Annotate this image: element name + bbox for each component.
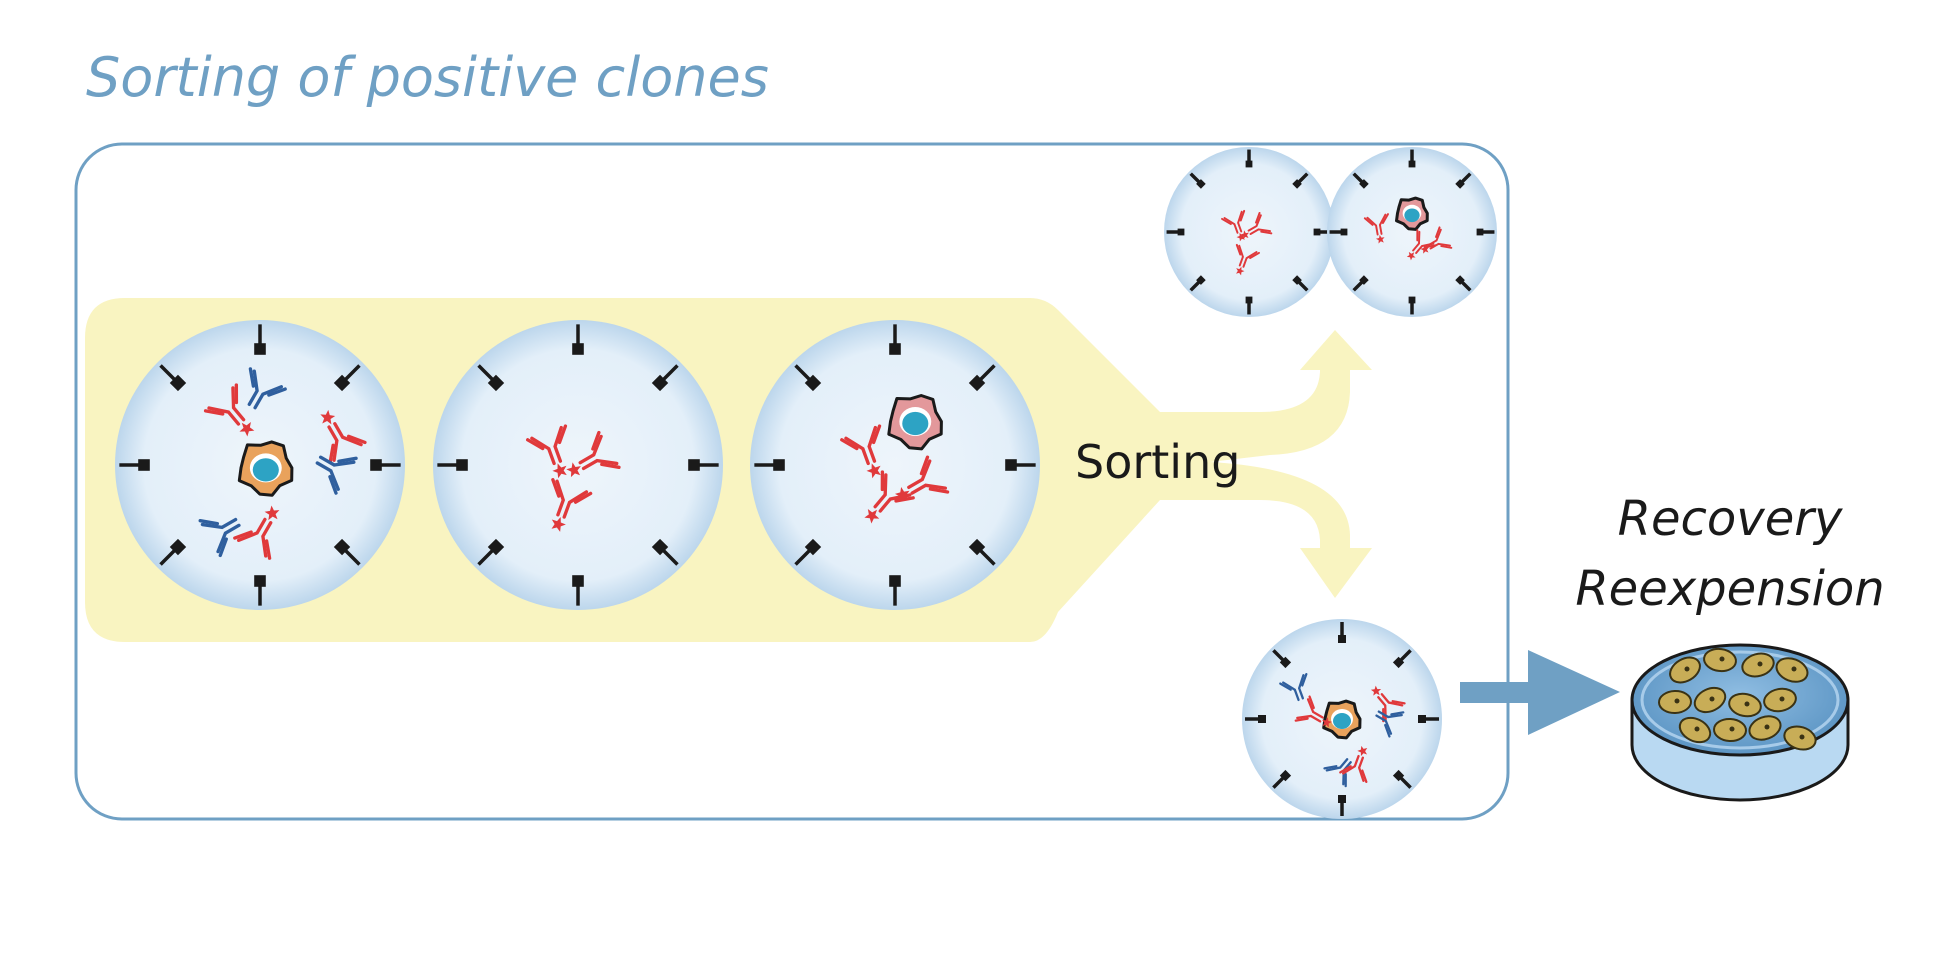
- capture-antibody-icon: [889, 324, 901, 355]
- colony-icon: [1658, 689, 1692, 715]
- highlight-band: [85, 298, 1372, 642]
- capture-antibody-icon: [1329, 228, 1348, 236]
- colony-icon: [1783, 725, 1817, 751]
- antibody-icon: [320, 409, 367, 465]
- antibody-icon: [551, 478, 593, 532]
- antibody-icon: [1240, 211, 1273, 240]
- antibody-icon: [1375, 710, 1405, 738]
- capture-antibody-icon: [968, 364, 996, 392]
- antibody-icon: [1235, 243, 1260, 276]
- antibody-icon: [1294, 695, 1333, 728]
- reexpension-label: Reexpension: [1575, 561, 1884, 617]
- capture-antibody-icon: [1005, 459, 1036, 471]
- capture-antibody-icon: [119, 459, 150, 471]
- arrow-icon: [1460, 650, 1620, 735]
- cell-icon: [1395, 196, 1429, 231]
- droplet-icon: [1164, 147, 1334, 317]
- diagram-title: Sorting of positive clones: [86, 46, 769, 109]
- capture-antibody-icon: [159, 538, 187, 566]
- sorting-label: Sorting: [1075, 435, 1240, 489]
- capture-antibody-icon: [1245, 715, 1266, 723]
- antibody-icon: [566, 430, 621, 478]
- capture-antibody-icon: [794, 364, 822, 392]
- capture-antibody-icon: [572, 575, 584, 606]
- colony-icon: [1763, 687, 1797, 713]
- capture-antibody-icon: [437, 459, 468, 471]
- capture-antibody-icon: [1272, 769, 1292, 789]
- capture-antibody-icon: [254, 324, 266, 355]
- antibody-icon: [1363, 213, 1389, 244]
- capture-antibody-icon: [1408, 296, 1416, 315]
- cell-icon: [887, 394, 943, 451]
- capture-antibody-icon: [1338, 622, 1346, 643]
- capture-antibody-icon: [1338, 795, 1346, 816]
- capture-antibody-icon: [968, 538, 996, 566]
- capture-antibody-icon: [889, 575, 901, 606]
- antibody-icon: [864, 470, 915, 524]
- capture-antibody-icon: [572, 324, 584, 355]
- colony-icon: [1741, 652, 1775, 678]
- colony-icon: [1748, 715, 1782, 741]
- petri-dish-icon: [1630, 643, 1850, 802]
- capture-antibody-icon: [1245, 296, 1253, 315]
- cell-icon: [237, 440, 294, 497]
- capture-antibody-icon: [477, 364, 505, 392]
- colony-icon: [1775, 657, 1809, 683]
- antibody-icon: [198, 517, 241, 558]
- antibody-icon: [526, 424, 568, 479]
- colony-icon: [1703, 647, 1737, 673]
- capture-antibody-icon: [754, 459, 785, 471]
- capture-antibody-icon: [370, 459, 401, 471]
- colony-icon: [1669, 656, 1701, 684]
- capture-antibody-icon: [688, 459, 719, 471]
- cell-icon: [1322, 699, 1362, 740]
- capture-antibody-icon: [651, 364, 679, 392]
- colony-icon: [1678, 716, 1712, 744]
- antibody-icon: [315, 455, 358, 495]
- capture-antibody-icon: [159, 364, 187, 392]
- capture-antibody-icon: [477, 538, 505, 566]
- antibody-icon: [894, 455, 950, 502]
- antibody-icon: [247, 367, 287, 410]
- capture-antibody-icon: [333, 364, 361, 392]
- capture-antibody-icon: [1408, 149, 1416, 168]
- antibody-icon: [1420, 226, 1453, 254]
- antibody-icon: [1339, 745, 1368, 784]
- droplet-icon: [1327, 147, 1497, 317]
- capture-antibody-icon: [254, 575, 266, 606]
- capture-antibody-icon: [1166, 228, 1185, 236]
- droplet-icon: [433, 320, 723, 610]
- antibody-icon: [203, 383, 255, 437]
- droplet-icon: [1242, 619, 1442, 819]
- colony-icon: [1728, 692, 1762, 718]
- colony-icon: [1713, 717, 1747, 743]
- colony-icon: [1693, 686, 1727, 714]
- capture-antibody-icon: [1245, 149, 1253, 168]
- recovery-label: Recovery: [1618, 491, 1843, 547]
- droplet-icon: [115, 320, 405, 610]
- droplet-icon: [750, 320, 1040, 610]
- antibody-icon: [233, 505, 280, 560]
- antibody-icon: [1279, 672, 1308, 702]
- capture-antibody-icon: [1476, 228, 1495, 236]
- capture-antibody-icon: [1392, 769, 1412, 789]
- capture-antibody-icon: [1272, 649, 1292, 669]
- capture-antibody-icon: [651, 538, 679, 566]
- capture-antibody-icon: [1392, 649, 1412, 669]
- antibody-icon: [840, 424, 882, 479]
- capture-antibody-icon: [333, 538, 361, 566]
- capture-antibody-icon: [1418, 715, 1439, 723]
